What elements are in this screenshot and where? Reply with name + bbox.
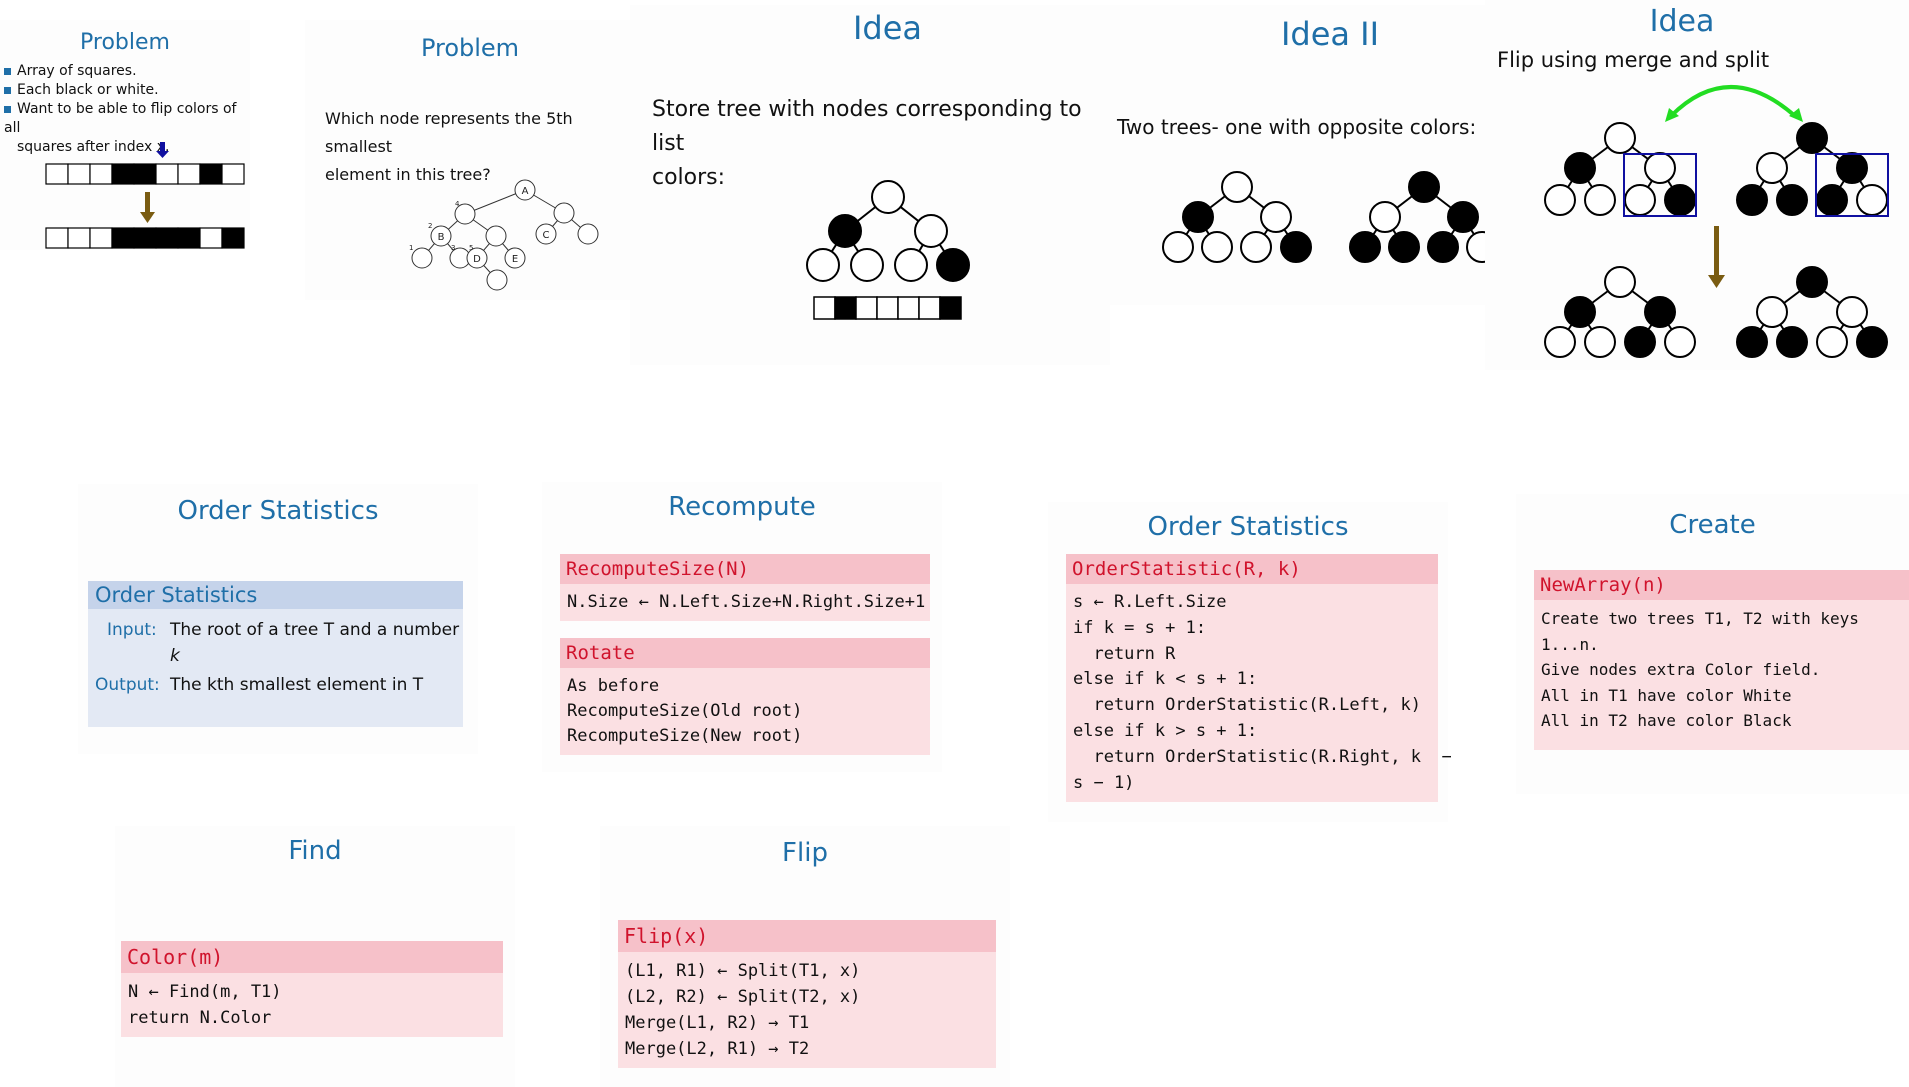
- block-heading: RecomputeSize(N): [560, 554, 930, 584]
- input-label: Input:: [107, 620, 157, 640]
- array-after: [45, 227, 245, 249]
- array-diagram: [45, 142, 245, 249]
- list-item-continuation: squares after index x.: [17, 139, 170, 155]
- definition-box-body: Input: The root of a tree T and a number…: [88, 609, 463, 727]
- block-body: N ← Find(m, T1) return N.Color: [121, 973, 503, 1037]
- algorithm-block-rotate: Rotate As before RecomputeSize(Old root)…: [560, 638, 930, 755]
- node-label: A: [522, 186, 529, 197]
- block-heading: OrderStatistic(R, k): [1066, 554, 1438, 584]
- slide-create: Create NewArray(n) Create two trees T1, …: [1516, 494, 1909, 794]
- rank-label: 5: [469, 244, 473, 252]
- rank-label: 1: [409, 244, 413, 252]
- split-box: [1815, 153, 1889, 217]
- slide-title: Order Statistics: [177, 496, 379, 526]
- down-arrow-icon: [140, 192, 155, 223]
- slide-title: Order Statistics: [1147, 512, 1349, 542]
- slide-recompute: Recompute RecomputeSize(N) N.Size ← N.Le…: [542, 482, 942, 772]
- block-body: Create two trees T1, T2 with keys 1...n.…: [1534, 600, 1909, 750]
- down-arrow-icon: [1708, 226, 1725, 288]
- slide-title: Problem: [80, 30, 170, 55]
- slide-idea: Idea Store tree with nodes corresponding…: [630, 5, 1110, 365]
- node-label: E: [512, 254, 518, 265]
- slide-title: Idea: [852, 9, 923, 47]
- bullet-list: Array of squares. Each black or white. W…: [4, 62, 250, 157]
- block-heading: Color(m): [121, 941, 503, 973]
- idea-subtitle: Flip using merge and split: [1497, 48, 1770, 72]
- slide-title: Find: [288, 836, 342, 866]
- block-heading: Rotate: [560, 638, 930, 668]
- rank-label: 4: [455, 200, 460, 208]
- block-body: N.Size ← N.Left.Size+N.Right.Size+1: [560, 584, 930, 621]
- slide-problem-array: Problem Array of squares. Each black or …: [0, 20, 250, 250]
- output-text: The kth smallest element in T: [170, 675, 424, 695]
- slide-title: Problem: [420, 34, 520, 62]
- list-item: Array of squares.: [4, 62, 250, 81]
- rank-label: 2: [428, 222, 432, 230]
- curved-arrow: [1669, 85, 1797, 118]
- list-item: Want to be able to flip colors of all: [4, 101, 237, 136]
- blue-square-icon: [4, 105, 11, 113]
- block-body: (L1, R1) ← Split(T1, x) (L2, R2) ← Split…: [618, 952, 996, 1068]
- idea-text: Two trees- one with opposite colors:: [1117, 115, 1477, 139]
- block-heading: Flip(x): [618, 920, 996, 952]
- two-trees: [1162, 171, 1490, 263]
- slide-problem-tree: Problem Which node represents the 5th sm…: [305, 20, 635, 300]
- node-label: B: [438, 232, 445, 243]
- list-item: Each black or white.: [4, 81, 250, 100]
- algorithm-block: OrderStatistic(R, k) s ← R.Left.Size if …: [1066, 554, 1452, 803]
- blue-square-icon: [4, 86, 11, 94]
- algorithm-block-recompute: RecomputeSize(N) N.Size ← N.Left.Size+N.…: [560, 554, 930, 621]
- node-label: D: [473, 254, 481, 265]
- split-box: [1623, 153, 1697, 217]
- definition-box: Order Statistics Input: The root of a tr…: [88, 581, 463, 727]
- definition-box-title: Order Statistics: [88, 581, 463, 609]
- slide-flip: Flip Flip(x) (L1, R1) ← Split(T1, x) (L2…: [600, 826, 1010, 1087]
- algorithm-block: NewArray(n) Create two trees T1, T2 with…: [1534, 570, 1909, 750]
- slide-title: Create: [1669, 510, 1756, 540]
- slide-title: Flip: [782, 838, 828, 868]
- slide-order-statistics-algo: Order Statistics OrderStatistic(R, k) s …: [1048, 502, 1452, 822]
- array-before: [45, 163, 245, 185]
- merge-split-diagram: [1544, 85, 1889, 358]
- block-body: s ← R.Left.Size if k = s + 1: return R e…: [1066, 584, 1452, 803]
- input-text: The root of a tree T and a number k: [170, 620, 460, 666]
- slide-order-statistics-def: Order Statistics Order Statistics Input:…: [78, 484, 478, 754]
- node-label: C: [543, 230, 550, 241]
- block-body: As before RecomputeSize(Old root) Recomp…: [560, 668, 930, 755]
- slide-title: Idea II: [1280, 15, 1380, 53]
- down-arrow-icon: [156, 142, 169, 158]
- output-label: Output:: [95, 675, 160, 695]
- slide-idea-flip: Idea Flip using merge and split: [1485, 0, 1909, 370]
- slide-find: Find Color(m) N ← Find(m, T1) return N.C…: [115, 826, 515, 1087]
- question-text: Which node represents the 5th smallest e…: [325, 109, 573, 184]
- block-heading: NewArray(n): [1534, 570, 1909, 600]
- blue-square-icon: [4, 67, 11, 75]
- tree-with-list: [806, 180, 970, 320]
- slide-title: Idea: [1649, 4, 1715, 39]
- algorithm-block: Flip(x) (L1, R1) ← Split(T1, x) (L2, R2)…: [618, 920, 996, 1068]
- slide-idea-two: Idea II Two trees- one with opposite col…: [1110, 5, 1490, 305]
- algorithm-block: Color(m) N ← Find(m, T1) return N.Color: [121, 941, 503, 1037]
- slide-title: Recompute: [668, 492, 816, 522]
- idea-text: Store tree with nodes corresponding to l…: [652, 97, 1082, 190]
- tree-diagram: A B C D E 1 2 3 4 5: [409, 179, 599, 291]
- rank-label: 3: [451, 244, 455, 252]
